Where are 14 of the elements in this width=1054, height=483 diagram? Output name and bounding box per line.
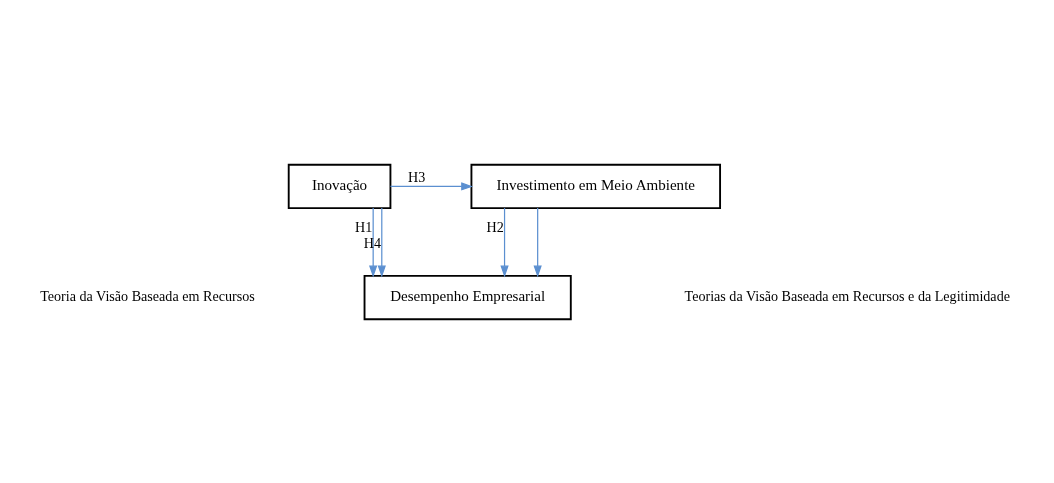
arrow	[500, 207, 509, 277]
edge-label: H4	[363, 234, 381, 251]
label: Teorias da Visão Baseada em Recursos e da Legitimidade	[684, 287, 1010, 304]
arrow	[377, 207, 386, 277]
edge-label: H3	[408, 168, 426, 185]
node-box: Investimento em Meio Ambiente	[470, 163, 722, 209]
node-box: Inovação	[287, 163, 392, 209]
node-box: Desempenho Empresarial	[363, 274, 572, 320]
arrow	[389, 181, 474, 191]
label: Teoria da Visão Baseada em Recursos	[40, 287, 255, 304]
arrow	[533, 207, 542, 277]
arrow	[369, 207, 378, 277]
edge-label: H1	[355, 218, 373, 235]
edge-label: H2	[486, 218, 504, 235]
